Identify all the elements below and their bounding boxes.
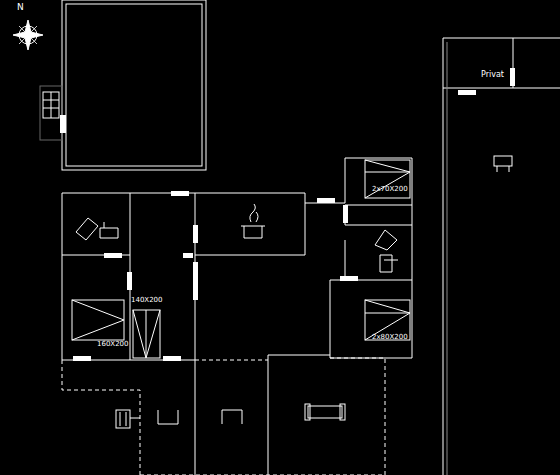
appliance-symbol (494, 156, 512, 172)
compass-label: N (17, 3, 24, 12)
toilet-symbol (375, 230, 398, 272)
furniture-symbol (116, 410, 242, 428)
kitchen-symbol (241, 204, 265, 238)
bed-dimension: 2x80X200 (372, 334, 408, 341)
bed-symbol (133, 310, 160, 358)
sofa-symbol (305, 404, 345, 420)
bed-symbol (72, 300, 124, 340)
compass-symbol (13, 20, 43, 50)
bed-dimension: 160X200 (97, 341, 129, 348)
bed-dimension: 2x70X200 (372, 186, 408, 193)
door-symbol (60, 68, 515, 361)
room-label: Privat (481, 71, 504, 79)
toilet-symbol (76, 218, 118, 240)
bed-dimension: 140X200 (131, 297, 163, 304)
bed-symbol (365, 300, 410, 340)
bed-symbol (365, 160, 410, 198)
